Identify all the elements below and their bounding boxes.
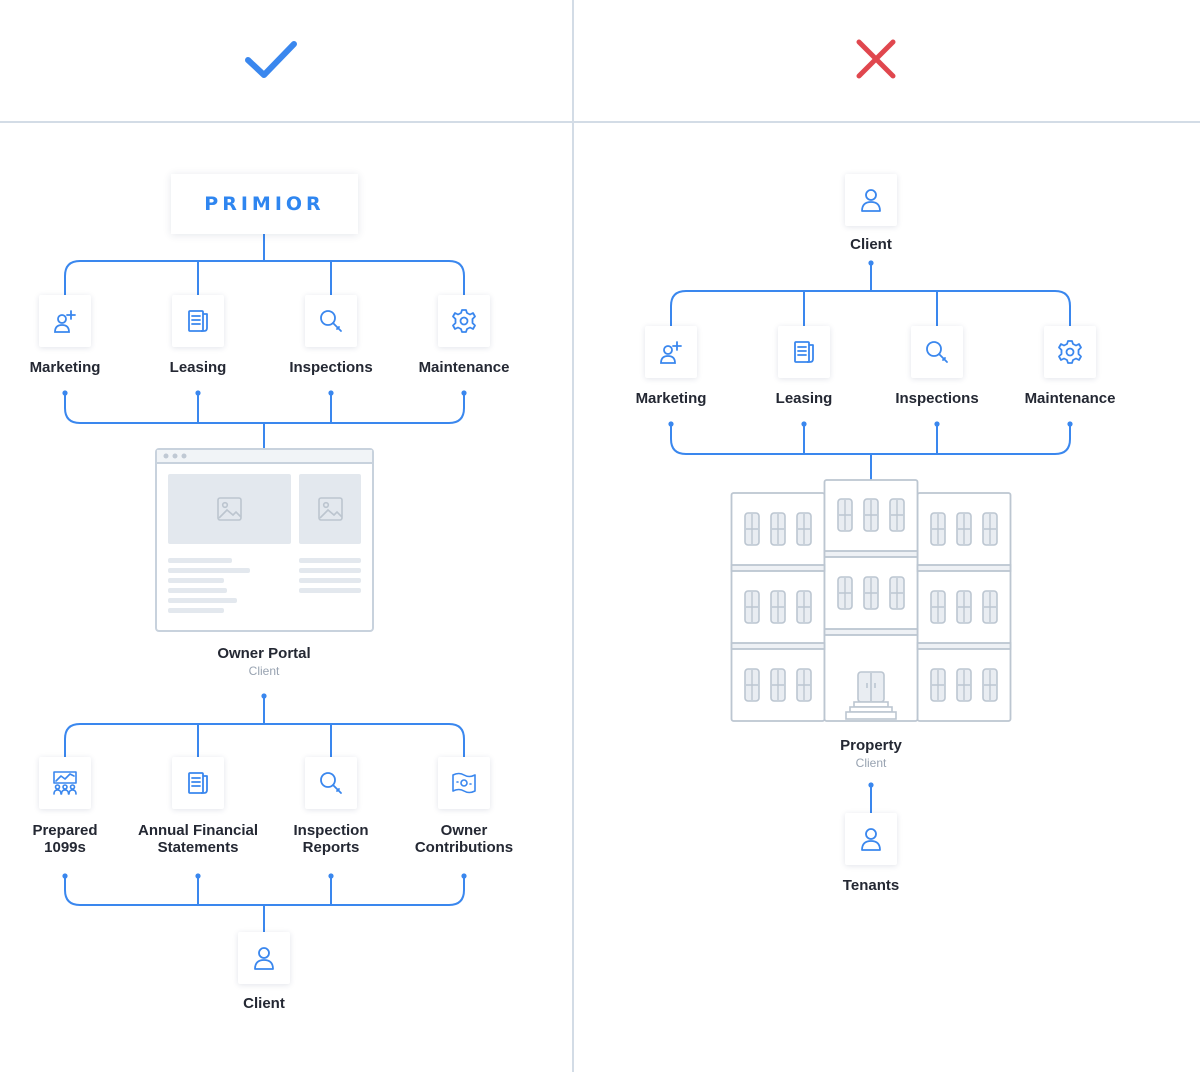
right-service-label-inspections: Inspections <box>895 390 979 407</box>
magnifier-icon <box>320 772 342 794</box>
right-client-card <box>845 174 897 226</box>
right-service-label-leasing: Leasing <box>775 390 833 407</box>
image-placeholder-icon <box>217 497 343 521</box>
service-label-maintenance: Maintenance <box>418 359 510 376</box>
deliverable-label-statements: Annual Financial Statements <box>137 822 258 856</box>
property-subtitle: Client <box>855 756 887 770</box>
owner-contributions-card <box>438 757 490 809</box>
document-icon <box>794 341 814 363</box>
deliverable-label-contributions: Owner Contributions <box>414 822 514 856</box>
door-icon <box>845 671 897 720</box>
building-illustration <box>730 479 1012 722</box>
gear-icon <box>452 309 476 333</box>
person-icon <box>254 947 274 970</box>
left-client-label: Client <box>243 995 285 1012</box>
inspection-reports-card <box>305 757 357 809</box>
prepared-1099s-card <box>39 757 91 809</box>
primior-logo-card: PRIMIOR <box>171 174 358 234</box>
document-icon <box>188 310 208 332</box>
marketing-card <box>39 295 91 347</box>
check-icon <box>245 41 297 78</box>
maintenance-card <box>438 295 490 347</box>
right-client-label: Client <box>850 236 892 253</box>
service-label-marketing: Marketing <box>29 359 101 376</box>
column-divider <box>572 0 574 1072</box>
inspections-card <box>305 295 357 347</box>
tenants-label: Tenants <box>842 877 900 894</box>
person-plus-icon <box>660 341 682 364</box>
deliverable-label-inspection-reports: Inspection Reports <box>293 822 369 856</box>
primior-logo: PRIMIOR <box>204 193 325 215</box>
deliverable-label-1099s: Prepared 1099s <box>32 822 98 856</box>
owner-portal-subtitle: Client <box>248 664 280 678</box>
left-client-card <box>238 932 290 984</box>
right-leasing-card <box>778 326 830 378</box>
service-label-inspections: Inspections <box>289 359 373 376</box>
header-divider <box>0 121 1200 123</box>
property-title: Property <box>840 737 902 754</box>
service-label-leasing: Leasing <box>169 359 227 376</box>
magnifier-icon <box>320 310 342 332</box>
owner-portal-mockup <box>155 448 374 632</box>
right-service-label-marketing: Marketing <box>635 390 707 407</box>
person-icon <box>861 189 881 212</box>
cross-icon <box>856 39 896 79</box>
gear-icon <box>1058 340 1082 364</box>
money-icon <box>452 772 476 794</box>
annual-financial-statements-card <box>172 757 224 809</box>
tenants-card <box>845 813 897 865</box>
person-plus-icon <box>54 310 76 333</box>
magnifier-icon <box>926 341 948 363</box>
right-inspections-card <box>911 326 963 378</box>
person-icon <box>861 828 881 851</box>
document-icon <box>188 772 208 794</box>
chart-people-icon <box>53 771 77 795</box>
right-marketing-card <box>645 326 697 378</box>
right-service-label-maintenance: Maintenance <box>1024 390 1116 407</box>
owner-portal-title: Owner Portal <box>217 645 311 662</box>
leasing-card <box>172 295 224 347</box>
right-maintenance-card <box>1044 326 1096 378</box>
